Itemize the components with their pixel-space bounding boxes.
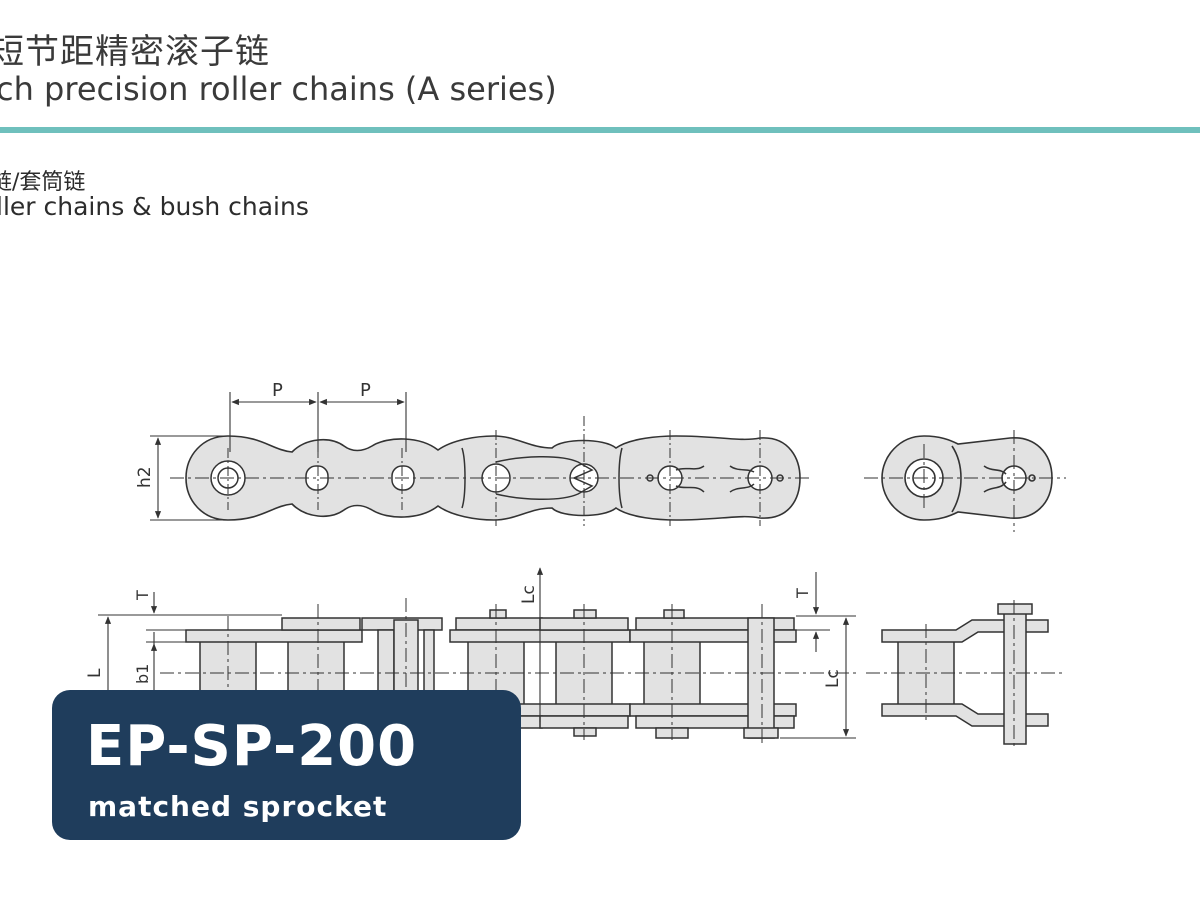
outer-plate: [455, 617, 543, 631]
section-subtitle-cn: 链/套筒链: [0, 170, 86, 195]
outer-plate: [281, 617, 361, 631]
page-title-cn: 短节距精密滚子链: [0, 32, 270, 72]
pin: [747, 617, 775, 739]
chain-side-view-details: [170, 416, 812, 526]
pin-head: [489, 609, 507, 619]
offset-link-top-view: [881, 603, 1049, 745]
outer-plate: [185, 629, 363, 643]
pitch-label: P: [272, 380, 283, 401]
offset-link-centerlines: [864, 430, 1066, 532]
cotter-pin-mark: [675, 465, 705, 493]
section-subtitle-en: ller chains & bush chains: [0, 192, 309, 221]
page-title-en: ch precision roller chains (A series): [0, 70, 557, 108]
connector-length-label: Lc: [519, 585, 539, 604]
product-code-banner: EP-SP-200 matched sprocket: [52, 690, 521, 840]
plate-height-dimension: [150, 435, 226, 521]
pin-head: [743, 727, 779, 739]
cotter-pin-mark: [983, 465, 1007, 493]
plate-height-label: h2: [135, 466, 155, 488]
overall-length-label: L: [85, 668, 105, 678]
pin-head: [573, 609, 597, 619]
inner-link-edge: [618, 447, 623, 509]
title-divider: [0, 127, 1200, 133]
pin-head: [663, 609, 685, 619]
cotter-pin-mark: [729, 465, 755, 493]
pitch-dimensions: [229, 392, 407, 452]
offset-top-centerlines: [866, 600, 1066, 748]
thickness-label: T: [793, 588, 812, 599]
pin-head: [573, 727, 597, 737]
product-code: EP-SP-200: [86, 714, 418, 779]
connector-length-label: Lc: [823, 669, 843, 688]
product-subtitle: matched sprocket: [88, 790, 388, 823]
width-dimensions-right: [780, 572, 856, 739]
pin-head: [997, 603, 1033, 615]
offset-bend-line: [951, 445, 962, 513]
inner-width-label: b1: [133, 664, 152, 684]
pitch-label: P: [360, 380, 371, 401]
pin: [1003, 609, 1027, 745]
thickness-label: T: [133, 590, 152, 601]
